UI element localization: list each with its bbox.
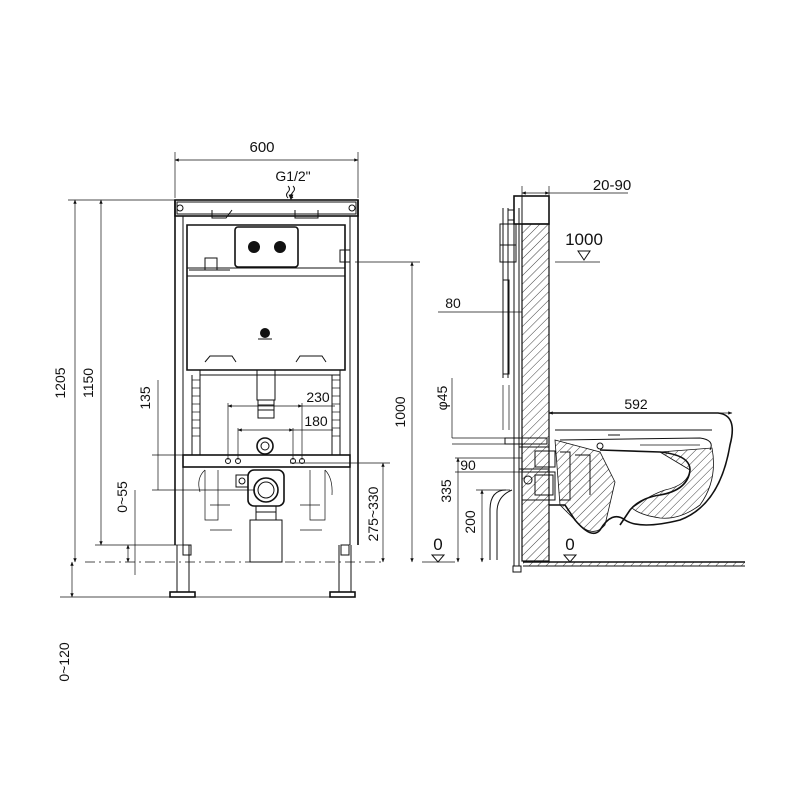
waste-height-label: 275~330: [365, 486, 381, 541]
dimension-pipe-spacing-inner: 180: [237, 413, 333, 460]
dimension-frame-height: 1150: [80, 199, 183, 546]
supply-label: G1/2": [275, 168, 310, 184]
frame-height-label: 1150: [80, 368, 96, 398]
floor-level-marker-side: 0: [562, 535, 578, 563]
toilet-bowl: [549, 412, 734, 535]
side-braces: [191, 375, 341, 455]
dimension-bowl-projection: 592: [548, 396, 733, 415]
frame-legs: [169, 544, 356, 598]
mounting-bar: [182, 454, 351, 468]
dimension-inlet-offset: 135: [137, 380, 255, 491]
flush-plate: [234, 226, 299, 268]
frame-outline: [174, 199, 359, 545]
front-view: 600 G1/2" 1205 1150 0~55: [52, 139, 455, 682]
frame-depth-label: 80: [445, 295, 461, 311]
floor-level-label-front: 0: [433, 535, 442, 554]
inlet-height-label: 335: [438, 479, 454, 503]
floor-adjust-label: 0~120: [56, 642, 72, 682]
width-label: 600: [249, 139, 274, 156]
dimension-foot-adjust: 0~55: [114, 481, 136, 575]
side-frame: [499, 208, 522, 573]
cistern-badge-icon: [260, 328, 270, 338]
dimension-waste-height: 275~330: [290, 462, 390, 563]
dimension-supply: G1/2": [275, 168, 311, 201]
dimension-total-height: 1205: [52, 199, 175, 563]
dimension-actuation-height: 1000: [355, 261, 420, 563]
dimension-pipe-diameter: φ45: [434, 378, 505, 445]
waste-connector: [235, 469, 285, 563]
flush-pipe: [256, 369, 276, 455]
dimension-waste-height-side: 200: [462, 489, 510, 563]
bowl-projection-label: 592: [624, 396, 648, 412]
dimension-pipe-offset: 90: [455, 457, 522, 473]
total-height-label: 1205: [52, 367, 68, 398]
dimension-frame-depth: 80: [438, 295, 522, 313]
dimension-wall-depth: 20-90: [521, 177, 631, 200]
pipe-offset-label: 90: [460, 457, 476, 473]
wall-section: [521, 223, 550, 562]
waste-height-side-label: 200: [462, 510, 478, 534]
cistern: [186, 209, 351, 376]
floor-level-marker-front: 0: [422, 535, 455, 563]
dimension-width: 600: [174, 139, 359, 198]
foot-adjust-label: 0~55: [114, 481, 130, 513]
side-view: 20-90 1000 80 φ45 90 335: [434, 177, 745, 573]
pipe-diameter-label: φ45: [434, 385, 450, 410]
dimension-floor-adjust: 0~120: [56, 561, 330, 682]
reference-level-label: 1000: [565, 230, 603, 249]
floor-level-label-side: 0: [565, 535, 574, 554]
reference-level-marker: 1000: [555, 230, 603, 263]
side-floor: [523, 561, 745, 567]
wall-depth-label: 20-90: [593, 177, 631, 194]
lower-bracket-outlines: [198, 469, 333, 531]
dimension-inlet-height: 335: [438, 457, 460, 563]
dimension-pipe-spacing-outer: 230: [227, 389, 335, 460]
actuation-height-label: 1000: [392, 396, 408, 427]
pipe-spacing-outer-label: 230: [306, 389, 330, 405]
inlet-offset-label: 135: [137, 386, 153, 410]
pipe-spacing-inner-label: 180: [304, 413, 328, 429]
